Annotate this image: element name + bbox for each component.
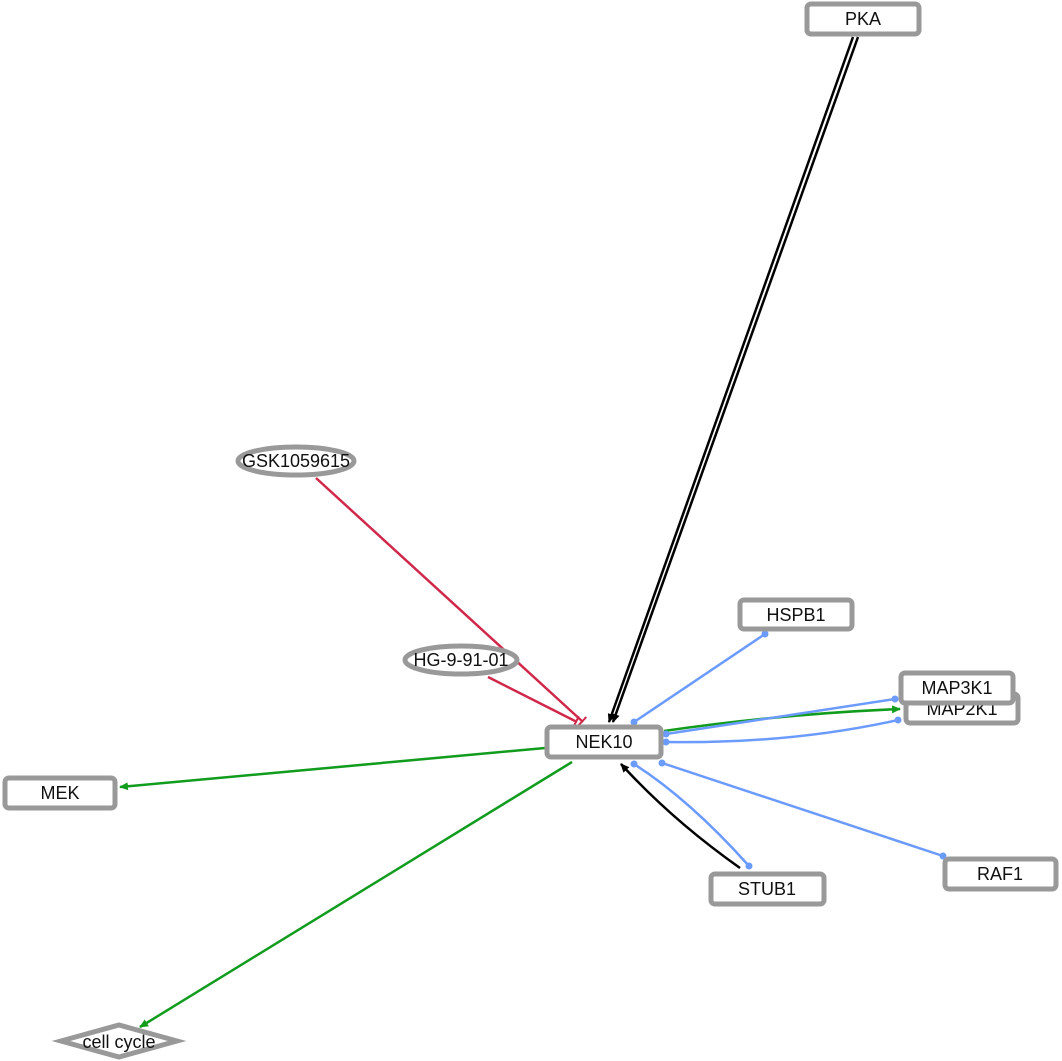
edge-stub1-nek10-activation [620,763,741,870]
node-pka[interactable]: PKA [804,1,922,37]
node-gsk1059615[interactable]: GSK1059615 [235,444,357,478]
edge-stub1-nek10-binding [630,760,753,870]
node-hspb1[interactable]: HSPB1 [737,597,855,632]
node-label: GSK1059615 [242,451,350,471]
node-label: RAF1 [977,864,1023,884]
edge-hspb1-nek10 [630,630,769,726]
node-mek[interactable]: MEK [2,775,118,811]
node-hg-9-91-01[interactable]: HG-9-91-01 [402,643,520,677]
node-label: MAP3K1 [921,678,992,698]
node-raf1[interactable]: RAF1 [942,856,1059,892]
edge-nek10-mek [119,746,546,791]
node-label: MEK [40,783,79,803]
node-label: HG-9-91-01 [413,650,508,670]
node-label: HSPB1 [766,605,825,625]
edge-pka-nek10-a [607,36,855,723]
edge-hg-nek10 [487,675,580,728]
edge-raf1-nek10 [658,759,947,860]
node-nek10[interactable]: NEK10 [544,724,664,760]
edge-pka-nek10-b [611,36,860,723]
node-stub1[interactable]: STUB1 [708,871,827,907]
edge-gsk-nek10 [315,477,588,727]
edge-map2k1-nek10 [662,716,902,746]
node-label: NEK10 [575,732,632,752]
node-label: STUB1 [738,879,796,899]
node-label: PKA [845,9,881,29]
edge-nek10-cellcycle [139,760,573,1029]
node-map3k1[interactable]: MAP3K1 [898,670,1016,706]
node-label: cell cycle [82,1032,155,1052]
node-cell-cycle[interactable]: cell cycle [51,1022,187,1060]
edge-map3k1-nek10 [662,695,899,738]
